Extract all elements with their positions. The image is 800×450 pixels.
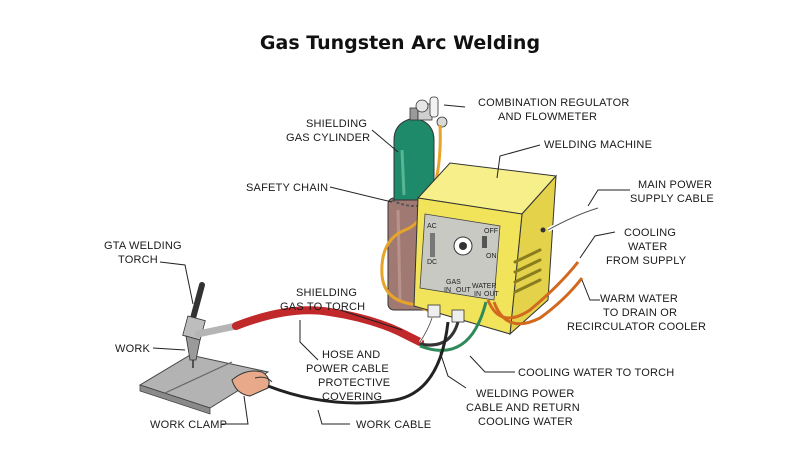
svg-text:COOLING WATER: COOLING WATER bbox=[478, 416, 573, 428]
water-connector bbox=[451, 309, 465, 323]
panel-gas: GAS bbox=[446, 279, 461, 286]
label-cylinder: SHIELDING GAS CYLINDER bbox=[286, 118, 370, 144]
label-cooling-to-torch: COOLING WATER TO TORCH bbox=[518, 367, 674, 379]
svg-text:WORK CABLE: WORK CABLE bbox=[356, 419, 431, 431]
svg-text:WATER: WATER bbox=[628, 241, 668, 253]
svg-text:COOLING WATER TO TORCH: COOLING WATER TO TORCH bbox=[518, 367, 674, 379]
label-power-cable: WELDING POWER CABLE AND RETURN COOLING W… bbox=[466, 388, 580, 428]
svg-text:SUPPLY CABLE: SUPPLY CABLE bbox=[630, 193, 714, 205]
svg-text:MAIN POWER: MAIN POWER bbox=[638, 179, 712, 191]
work-cable bbox=[267, 321, 450, 405]
work-piece bbox=[138, 354, 270, 415]
svg-text:WELDING MACHINE: WELDING MACHINE bbox=[544, 139, 652, 151]
label-torch: GTA WELDING TORCH bbox=[104, 240, 182, 266]
svg-text:FROM SUPPLY: FROM SUPPLY bbox=[606, 255, 687, 267]
label-regulator: COMBINATION REGULATOR AND FLOWMETER bbox=[478, 97, 630, 123]
svg-text:WELDING POWER: WELDING POWER bbox=[476, 388, 575, 400]
panel-ac: AC bbox=[427, 223, 437, 230]
gta-torch bbox=[182, 282, 240, 368]
cooling-water-to-torch-hose bbox=[419, 301, 488, 352]
panel-off: OFF bbox=[484, 228, 498, 235]
svg-text:PROTECTIVE: PROTECTIVE bbox=[318, 377, 390, 389]
label-hose: HOSE AND POWER CABLE PROTECTIVE COVERING bbox=[306, 349, 390, 403]
label-warm-water: WARM WATER TO DRAIN OR RECIRCULATOR COOL… bbox=[567, 293, 706, 333]
svg-text:COVERING: COVERING bbox=[322, 391, 382, 403]
diagram-title: Gas Tungsten Arc Welding bbox=[259, 32, 541, 54]
panel-dc: DC bbox=[427, 259, 437, 266]
label-safety-chain: SAFETY CHAIN bbox=[246, 182, 328, 194]
label-main-power: MAIN POWER SUPPLY CABLE bbox=[630, 179, 714, 205]
gas-to-torch-cable bbox=[418, 317, 434, 343]
label-work-clamp: WORK CLAMP bbox=[150, 419, 227, 431]
svg-text:TO DRAIN OR: TO DRAIN OR bbox=[603, 307, 677, 319]
svg-text:AND FLOWMETER: AND FLOWMETER bbox=[498, 111, 597, 123]
svg-text:HOSE AND: HOSE AND bbox=[322, 349, 380, 361]
panel-gas-out: OUT bbox=[456, 287, 472, 294]
svg-text:SHIELDING: SHIELDING bbox=[306, 118, 367, 130]
svg-text:POWER CABLE: POWER CABLE bbox=[306, 363, 389, 375]
regulator bbox=[415, 96, 448, 128]
cooling-water-supply-hose bbox=[486, 261, 580, 320]
svg-text:CABLE AND RETURN: CABLE AND RETURN bbox=[466, 402, 580, 414]
label-shielding-to-torch: SHIELDING GAS TO TORCH bbox=[280, 287, 365, 313]
label-work: WORK bbox=[115, 343, 150, 355]
main-power-cable bbox=[547, 206, 599, 232]
panel-gas-in: IN bbox=[444, 287, 451, 294]
gas-connector bbox=[427, 304, 441, 318]
svg-text:GAS CYLINDER: GAS CYLINDER bbox=[286, 132, 370, 144]
svg-text:COOLING: COOLING bbox=[624, 227, 676, 239]
panel-water: WATER bbox=[472, 283, 497, 290]
panel-on: ON bbox=[486, 253, 497, 260]
svg-text:WARM WATER: WARM WATER bbox=[600, 293, 678, 305]
label-machine: WELDING MACHINE bbox=[544, 139, 652, 151]
label-work-cable: WORK CABLE bbox=[356, 419, 431, 431]
svg-text:SAFETY CHAIN: SAFETY CHAIN bbox=[246, 182, 328, 194]
protective-hose bbox=[232, 306, 424, 346]
panel-water-out: OUT bbox=[484, 291, 500, 298]
svg-text:WORK CLAMP: WORK CLAMP bbox=[150, 419, 227, 431]
svg-text:WORK: WORK bbox=[115, 343, 150, 355]
panel-water-in: IN bbox=[474, 291, 481, 298]
svg-text:RECIRCULATOR COOLER: RECIRCULATOR COOLER bbox=[567, 321, 706, 333]
svg-text:GAS TO TORCH: GAS TO TORCH bbox=[280, 301, 365, 313]
svg-text:GTA WELDING: GTA WELDING bbox=[104, 240, 182, 252]
svg-text:COMBINATION REGULATOR: COMBINATION REGULATOR bbox=[478, 97, 630, 109]
svg-text:TORCH: TORCH bbox=[118, 254, 158, 266]
warm-water-hose bbox=[492, 277, 584, 326]
svg-text:SHIELDING: SHIELDING bbox=[296, 287, 357, 299]
label-cooling-supply: COOLING WATER FROM SUPPLY bbox=[606, 227, 687, 267]
control-panel: AC DC OFF ON GAS IN OUT WATER IN OUT bbox=[419, 213, 501, 301]
work-clamp bbox=[231, 370, 273, 397]
